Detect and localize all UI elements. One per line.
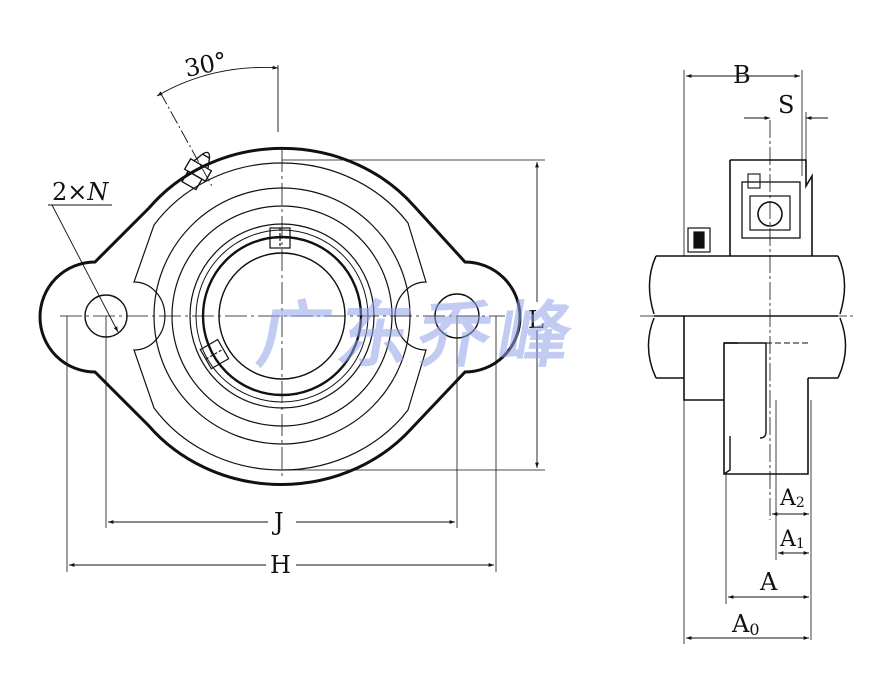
bolt-holes-count: 2× (52, 178, 87, 206)
dim-b-label: B (733, 61, 751, 89)
dim-a2-sub: 2 (796, 495, 805, 511)
dim-s-label: S (778, 91, 794, 119)
side-view (640, 70, 855, 644)
dim-l-label: L (528, 306, 544, 334)
set-screw-top (269, 227, 291, 249)
bore (218, 252, 346, 380)
shaft-lower (647, 315, 847, 379)
bolt-holes-label: 2×N (52, 178, 109, 206)
angle-arc (156, 65, 279, 97)
housing-side-profile (683, 159, 813, 475)
dim-a1-base: A (779, 527, 797, 552)
housing-ring-2 (171, 205, 393, 427)
dim-a0-sub: 0 (749, 620, 759, 639)
angle-ray-line (159, 91, 214, 189)
housing-ring-3 (189, 223, 375, 409)
housing-flange-face (723, 342, 767, 475)
housing-ring-outer (153, 187, 411, 445)
dim-a2-label: A2 (779, 486, 805, 511)
dim-j-label: J (271, 508, 284, 536)
flange-inner-contour (133, 162, 427, 471)
grease-nipple-side (747, 173, 761, 189)
dim-a1-sub: 1 (796, 536, 805, 552)
bearing-insert (741, 181, 801, 239)
dim-a0-label: A0 (731, 610, 760, 639)
watermark: 广东乔峰 (251, 295, 586, 378)
inner-ring-band (201, 235, 363, 397)
dim-a1-label: A1 (779, 527, 805, 552)
dim-a-label: A (759, 568, 778, 596)
set-screw-collar (687, 227, 711, 253)
inner-ring-outer (195, 229, 369, 403)
n-leader-line (51, 204, 119, 333)
shaft-upper (648, 255, 846, 315)
dim-a0-base: A (731, 610, 750, 638)
set-screw-side (199, 338, 230, 370)
grease-nipple (181, 151, 213, 191)
dim-h-label: H (270, 551, 291, 579)
front-view (38, 65, 545, 572)
angle-label: 30° (182, 47, 229, 83)
dim-a2-base: A (779, 486, 797, 511)
flange-outline (38, 146, 522, 487)
bolt-holes-var: N (86, 178, 109, 206)
